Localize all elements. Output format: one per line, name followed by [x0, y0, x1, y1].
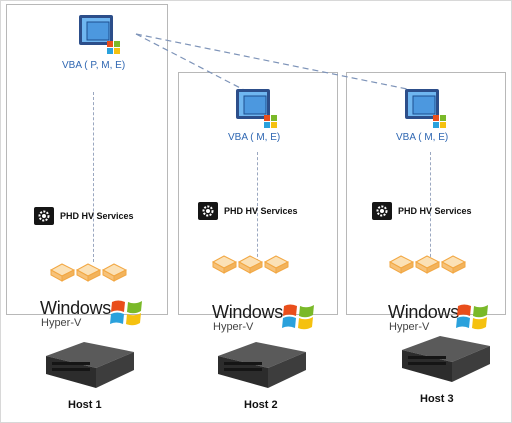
- vm-icon: [441, 255, 466, 274]
- gear-icon: [372, 202, 392, 220]
- services-label: PHD HV Services: [224, 206, 298, 216]
- vba-appliance-icon: [236, 89, 277, 128]
- vba-label: VBA ( M, E): [396, 132, 449, 143]
- services-badge: PHD HV Services: [372, 202, 472, 220]
- vm-icon: [102, 263, 127, 282]
- services-badge: PHD HV Services: [198, 202, 298, 220]
- vba-appliance-icon: [79, 15, 120, 54]
- host-label: Host 2: [244, 399, 278, 411]
- os-edition: Hyper-V: [389, 321, 430, 333]
- vm-icon: [389, 255, 414, 274]
- connector-host1-host3: [135, 33, 423, 93]
- vm-icon: [264, 255, 289, 274]
- vm-icon: [238, 255, 263, 274]
- connector-host1-host2: [135, 33, 249, 93]
- vba-appliance-icon: [405, 89, 446, 128]
- services-label: PHD HV Services: [398, 206, 472, 216]
- vm-group: [50, 262, 127, 282]
- services-label: PHD HV Services: [60, 211, 134, 221]
- os-edition: Hyper-V: [41, 317, 82, 329]
- host-1-vertical-line: [93, 92, 94, 262]
- host-label: Host 3: [420, 393, 454, 405]
- windows-hyperv-logo: Windows Hyper-V: [212, 303, 283, 333]
- windows-flag-icon: [456, 304, 488, 330]
- server-icon: [218, 342, 306, 388]
- gear-icon: [198, 202, 218, 220]
- os-edition: Hyper-V: [213, 321, 254, 333]
- vm-icon: [76, 263, 101, 282]
- vm-group: [212, 254, 289, 274]
- vba-label: VBA ( P, M, E): [62, 60, 126, 71]
- os-name: Windows: [212, 302, 283, 322]
- services-badge: PHD HV Services: [34, 207, 134, 225]
- windows-flag-icon: [110, 300, 142, 326]
- host-2-vertical-line: [257, 152, 258, 262]
- host-1-box: [6, 4, 168, 315]
- gear-icon: [34, 207, 54, 225]
- windows-hyperv-logo: Windows Hyper-V: [40, 299, 111, 329]
- windows-flag-icon: [282, 304, 314, 330]
- vm-icon: [415, 255, 440, 274]
- server-icon: [402, 336, 490, 382]
- vm-icon: [50, 263, 75, 282]
- vm-icon: [212, 255, 237, 274]
- os-name: Windows: [40, 298, 111, 318]
- host-label: Host 1: [68, 399, 102, 411]
- windows-hyperv-logo: Windows Hyper-V: [388, 303, 459, 333]
- os-name: Windows: [388, 302, 459, 322]
- vm-group: [389, 254, 466, 274]
- host-3-vertical-line: [430, 152, 431, 262]
- server-icon: [46, 342, 134, 388]
- vba-label: VBA ( M, E): [228, 132, 281, 143]
